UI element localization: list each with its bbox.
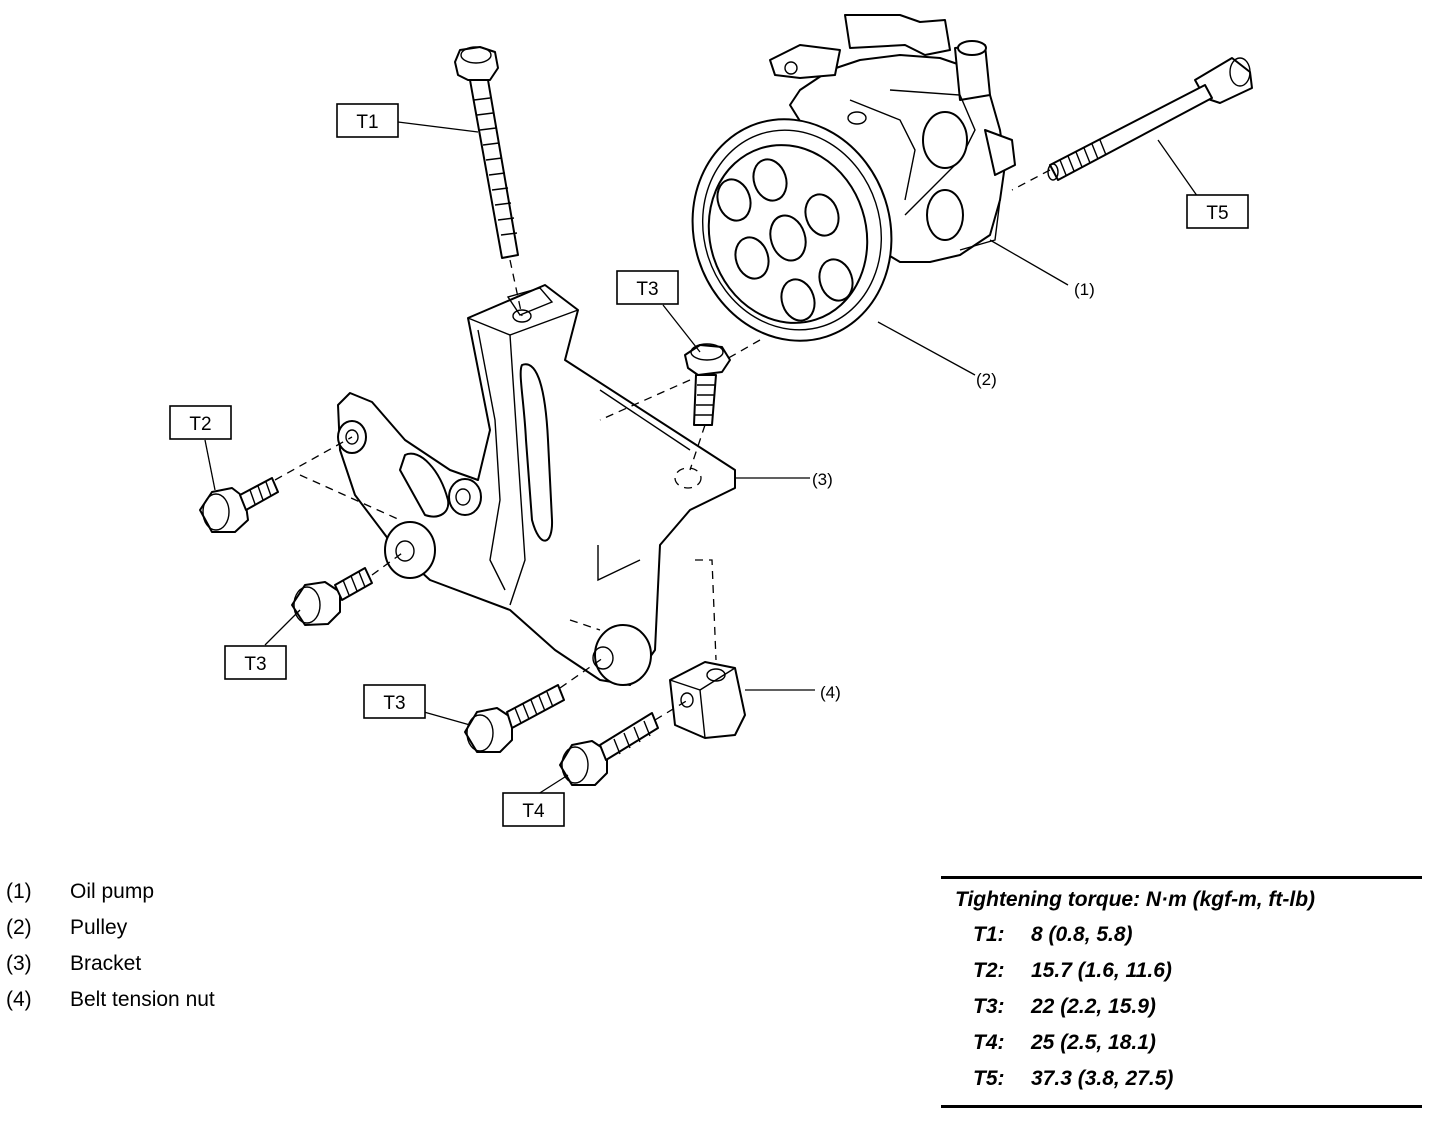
torque-row: T4: 25 (2.5, 18.1) bbox=[941, 1025, 1422, 1061]
legend-item: (3) Bracket bbox=[6, 952, 215, 988]
ref-belt-tension-nut: (4) bbox=[820, 683, 841, 702]
callout-t3-top: T3 bbox=[616, 270, 679, 305]
torque-row: T5: 37.3 (3.8, 27.5) bbox=[941, 1061, 1422, 1097]
oil-pump bbox=[769, 14, 1016, 263]
torque-row: T3: 22 (2.2, 15.9) bbox=[941, 989, 1422, 1025]
legend-label: Oil pump bbox=[70, 880, 155, 903]
bolt-t4 bbox=[559, 712, 659, 786]
bolt-t1 bbox=[454, 46, 519, 259]
torque-id: T2: bbox=[973, 959, 1005, 982]
svg-text:T3: T3 bbox=[636, 279, 658, 300]
torque-row: T2: 15.7 (1.6, 11.6) bbox=[941, 953, 1422, 989]
legend-label: Belt tension nut bbox=[70, 988, 215, 1011]
svg-text:T3: T3 bbox=[244, 654, 266, 675]
bolt-t3-top bbox=[684, 343, 731, 426]
exploded-diagram: T1 T5 T3 T2 T3 T3 T4 (1) (2) (3) (4) bbox=[169, 14, 1253, 827]
svg-text:T4: T4 bbox=[522, 801, 545, 822]
torque-id: T5: bbox=[973, 1067, 1005, 1090]
callout-t1: T1 bbox=[336, 103, 399, 138]
legend-number: (1) bbox=[6, 880, 32, 903]
legend-number: (4) bbox=[6, 988, 32, 1011]
pulley bbox=[691, 118, 893, 342]
legend-label: Pulley bbox=[70, 916, 128, 939]
callout-t3-bottom: T3 bbox=[363, 684, 426, 719]
svg-text:T2: T2 bbox=[189, 414, 211, 435]
alignment-lines bbox=[274, 169, 1051, 721]
bolt-t3-bottom bbox=[464, 684, 565, 753]
svg-text:T5: T5 bbox=[1206, 203, 1228, 224]
torque-table-header: Tightening torque: N·m (kgf-m, ft-lb) bbox=[955, 888, 1316, 911]
torque-id: T4: bbox=[973, 1031, 1005, 1054]
torque-value: 25 (2.5, 18.1) bbox=[1031, 1031, 1156, 1054]
belt-tension-nut bbox=[669, 661, 746, 739]
bolt-t3-left bbox=[291, 567, 373, 626]
legend-item: (4) Belt tension nut bbox=[6, 988, 215, 1024]
ref-pulley: (2) bbox=[976, 370, 997, 389]
torque-value: 37.3 (3.8, 27.5) bbox=[1031, 1067, 1174, 1090]
callout-t2: T2 bbox=[169, 405, 232, 440]
legend-number: (2) bbox=[6, 916, 32, 939]
ref-bracket: (3) bbox=[812, 470, 833, 489]
bolt-t5 bbox=[1047, 57, 1253, 181]
torque-value: 15.7 (1.6, 11.6) bbox=[1031, 959, 1172, 982]
torque-row: T1: 8 (0.8, 5.8) bbox=[941, 917, 1422, 953]
legend-label: Bracket bbox=[70, 952, 142, 975]
svg-text:T3: T3 bbox=[383, 693, 405, 714]
callout-t3-left: T3 bbox=[224, 645, 287, 680]
ref-oil-pump: (1) bbox=[1074, 280, 1095, 299]
legend-item: (1) Oil pump bbox=[6, 880, 215, 916]
bolt-t2 bbox=[199, 477, 279, 533]
callout-t4: T4 bbox=[502, 792, 565, 827]
torque-value: 22 (2.2, 15.9) bbox=[1031, 995, 1156, 1018]
legend-number: (3) bbox=[6, 952, 32, 975]
torque-id: T3: bbox=[973, 995, 1005, 1018]
legend-item: (2) Pulley bbox=[6, 916, 215, 952]
torque-value: 8 (0.8, 5.8) bbox=[1031, 923, 1133, 946]
torque-id: T1: bbox=[973, 923, 1005, 946]
bracket bbox=[337, 284, 736, 686]
callout-t5: T5 bbox=[1186, 194, 1249, 229]
svg-text:T1: T1 bbox=[356, 112, 378, 133]
parts-legend: (1) Oil pump (2) Pulley (3) Bracket (4) … bbox=[6, 880, 215, 1024]
torque-table: Tightening torque: N·m (kgf-m, ft-lb) T1… bbox=[941, 876, 1422, 1108]
